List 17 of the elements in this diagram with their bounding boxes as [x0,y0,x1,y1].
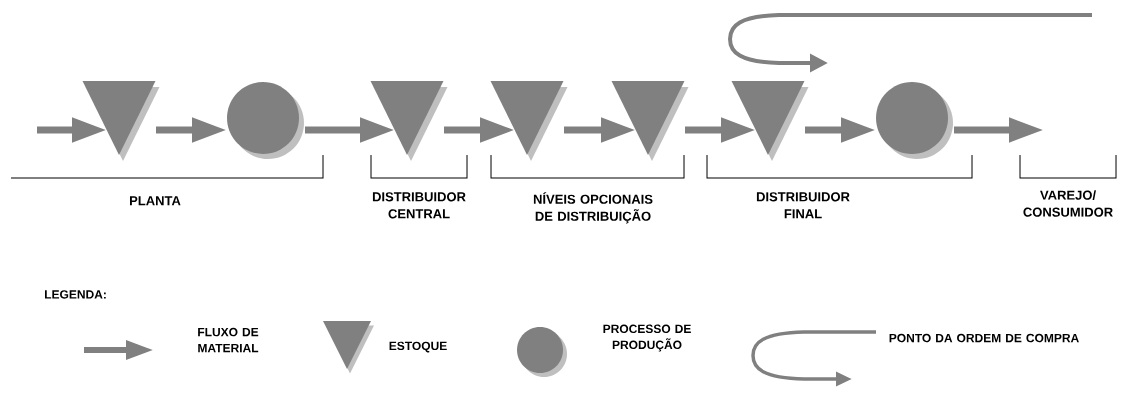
legend-label: PROCESSO DE PRODUÇÃO [603,324,691,352]
stage-label: NÍVEIS OPCIONAIS DE DISTRIBUIÇÃO [533,192,653,224]
stage-label: VAREJO/ CONSUMIDOR [1023,190,1113,217]
legend-heading: LEGENDA: [45,290,106,299]
stock-triangle [370,81,448,161]
stock-triangle [490,81,568,161]
process-circle [876,82,953,159]
stock-triangle [731,81,809,161]
stage-label: PLANTA [130,196,181,206]
stage-label: DISTRIBUIDOR CENTRAL [372,192,466,219]
stock-triangle [82,81,160,161]
legend-label: ESTOQUE [389,341,447,353]
stock-triangle [611,81,689,161]
legend-label: FLUXO DE MATERIAL [198,327,259,353]
legend-label: PONTO DA ORDEM DE COMPRA [889,333,1079,343]
stage-label: DISTRIBUIDOR FINAL [756,192,850,219]
process-circle [227,82,304,159]
